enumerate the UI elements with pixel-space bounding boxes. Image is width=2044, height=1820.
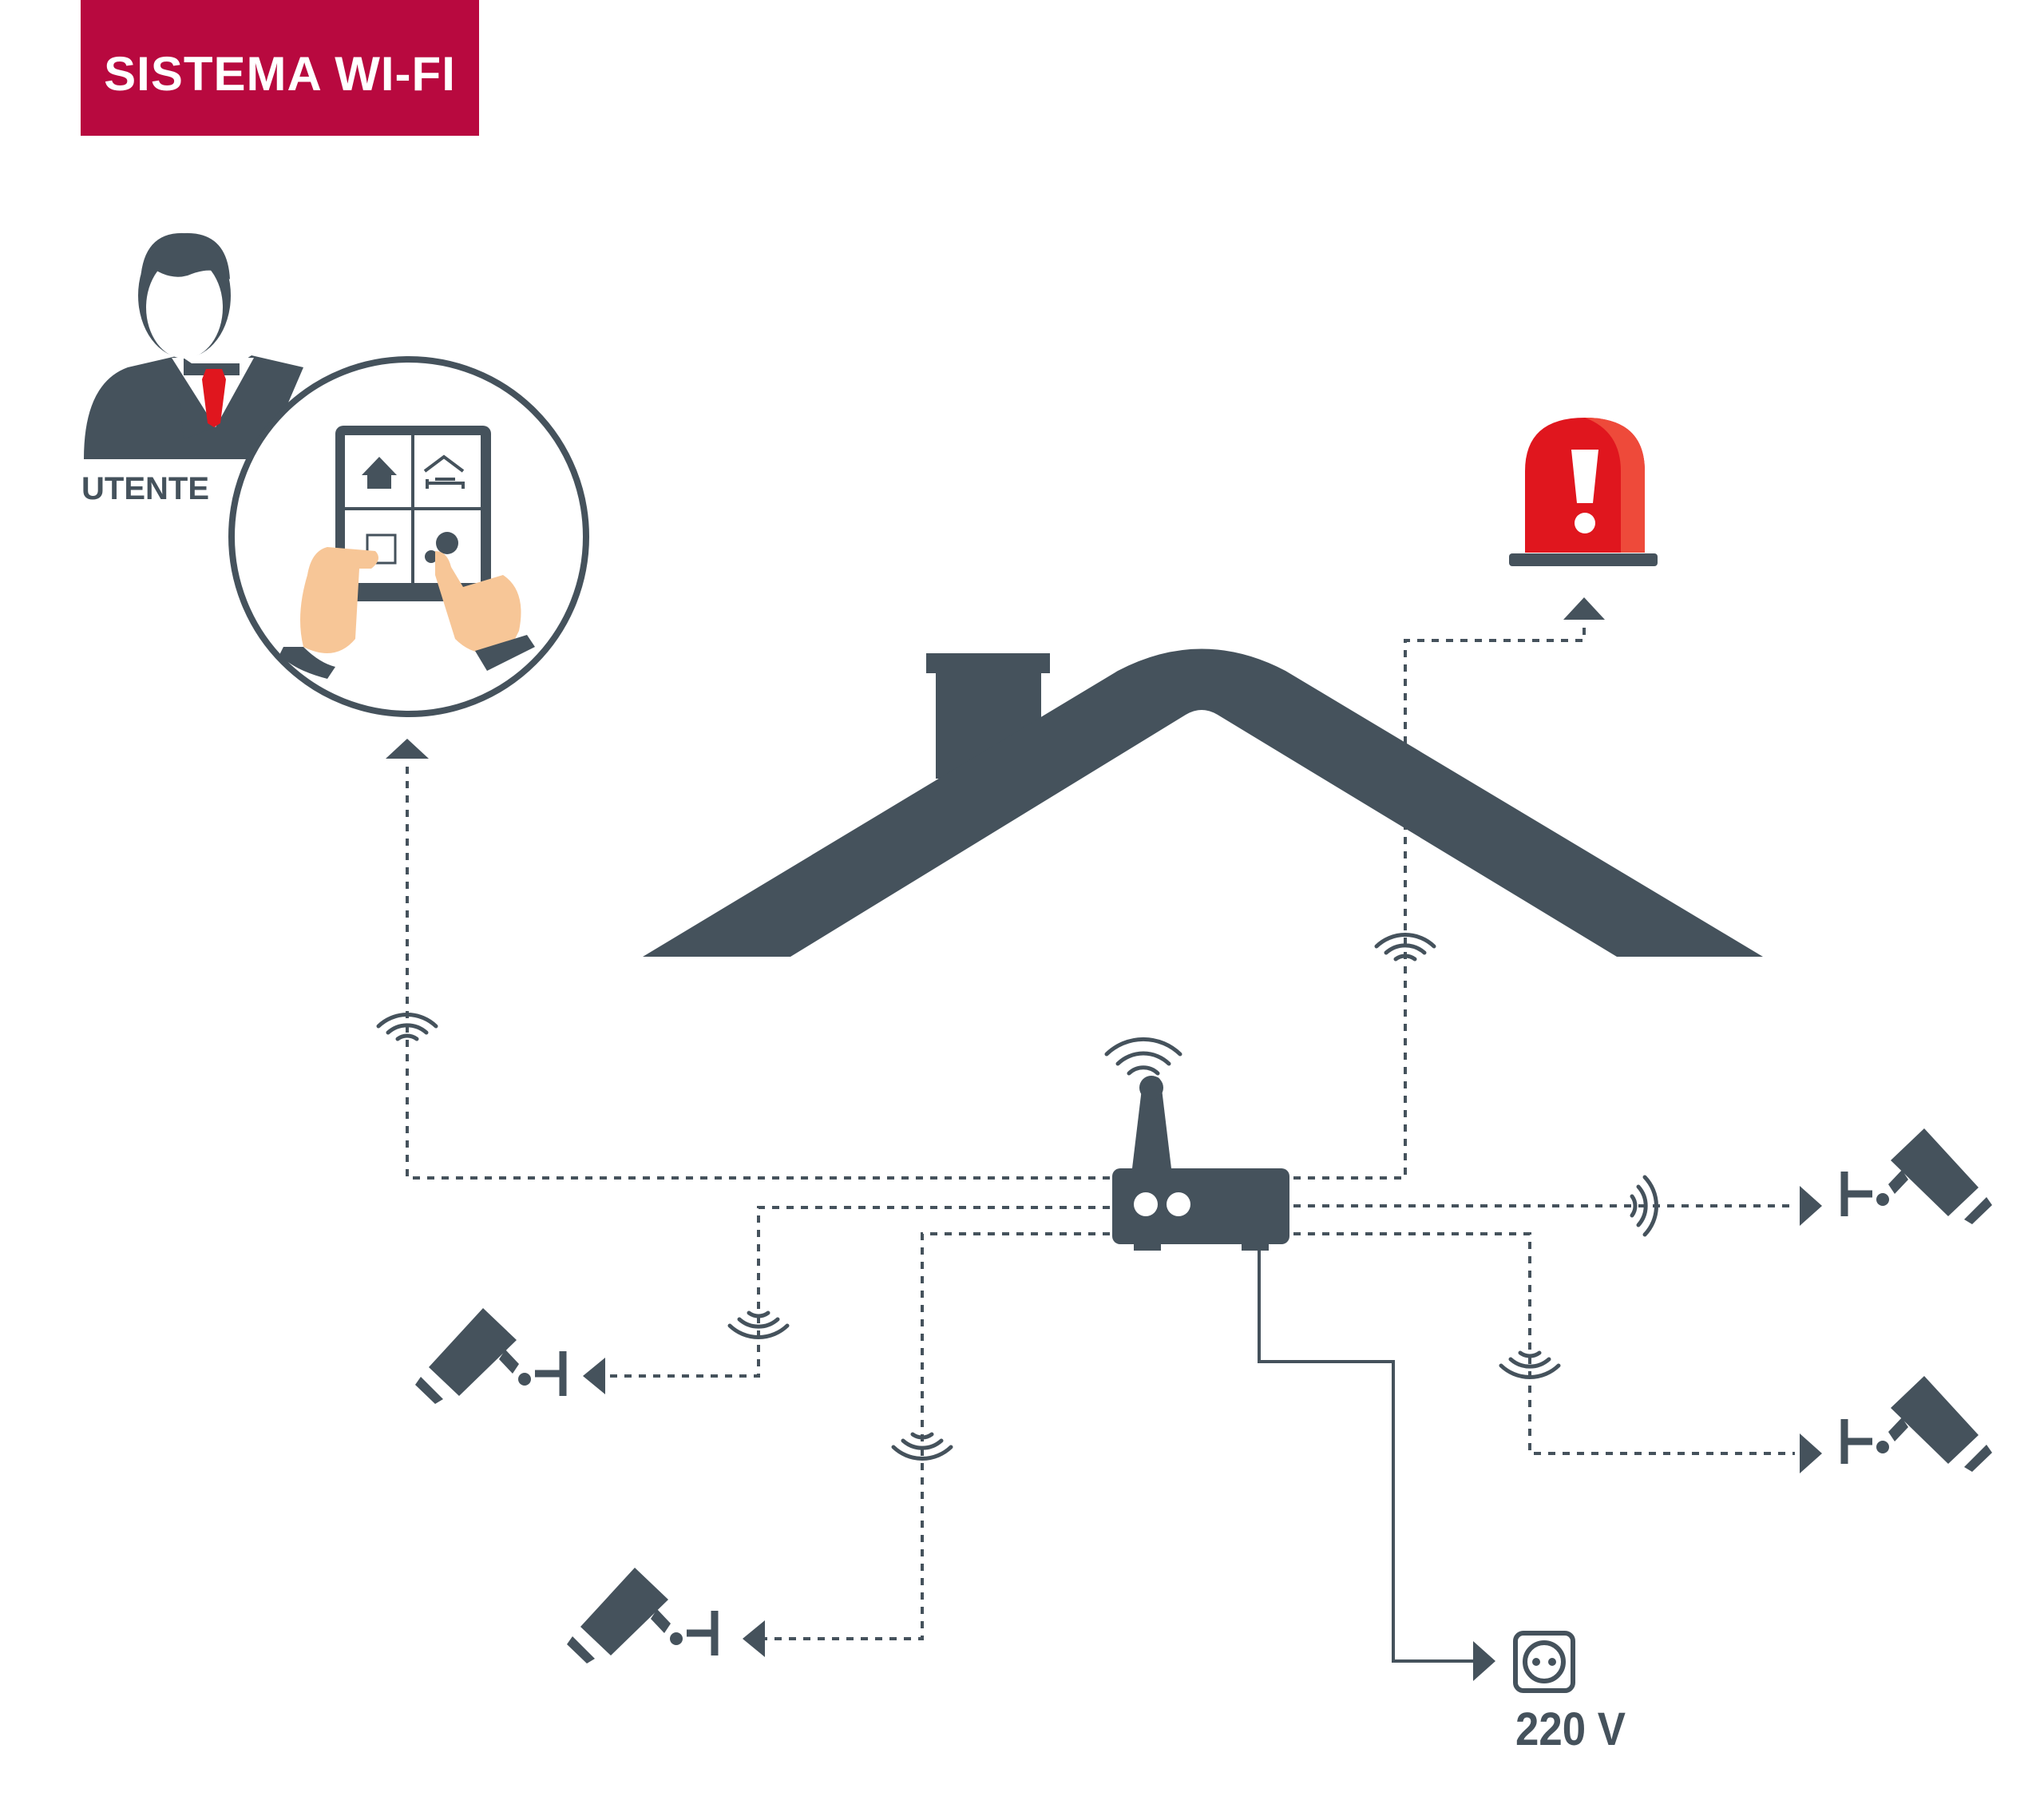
voltage-label: 220 V [1515,1703,1626,1755]
power-socket-icon [1513,1631,1575,1693]
arrowheads [386,597,1822,1681]
wifi-signal-icon [376,933,1658,1461]
camera-icon [415,1308,567,1404]
title-banner: SISTEMA WI-FI [81,0,479,136]
user-icon [84,232,303,459]
connectors [406,623,1795,1640]
camera-icon [1840,1128,1992,1224]
roof-icon [643,648,1763,957]
camera-icon [567,1568,719,1663]
alarm-beacon-icon [1509,418,1658,566]
power-line [1258,1246,1473,1663]
camera-icon [1840,1376,1992,1472]
tablet-icon [228,356,589,717]
user-label: UTENTE [81,471,209,506]
page-title: SISTEMA WI-FI [104,46,456,101]
router-icon [1112,1076,1289,1251]
